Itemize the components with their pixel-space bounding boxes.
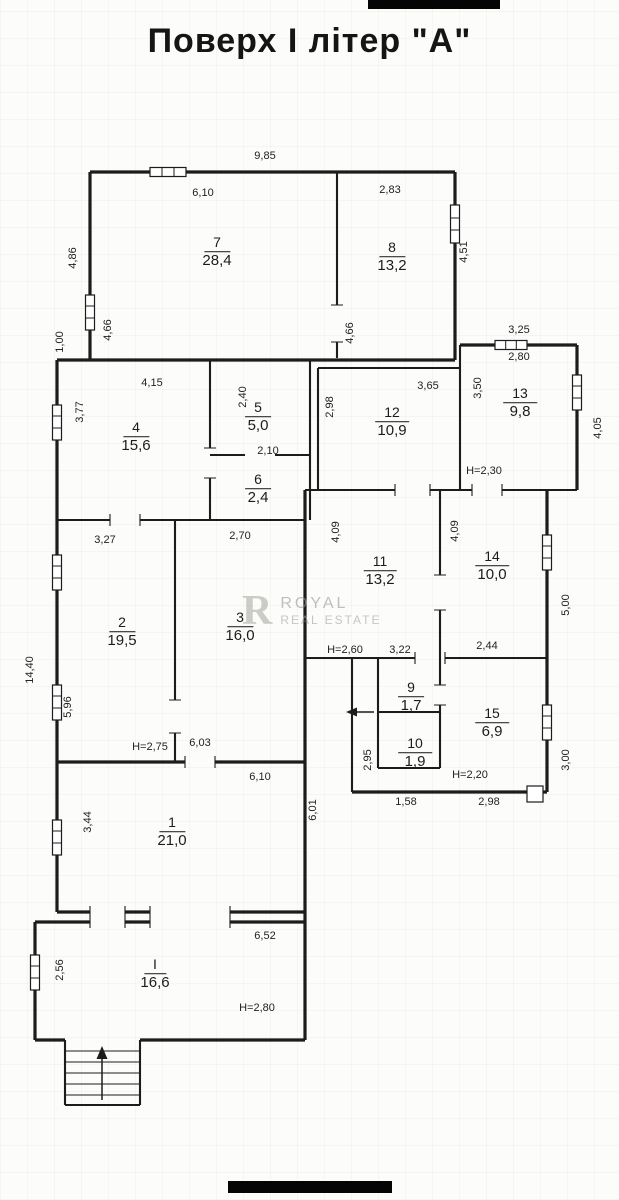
- window-ticks: [30, 167, 582, 979]
- window-symbols: [29, 166, 583, 991]
- page-title: Поверх І літер "А": [147, 22, 472, 60]
- watermark: R ROYAL REAL ESTATE: [242, 590, 381, 632]
- watermark-logo-icon: R: [242, 588, 273, 634]
- watermark-line2: REAL ESTATE: [280, 613, 382, 627]
- redaction-bar-top: [368, 0, 500, 9]
- redaction-bar-bottom: [228, 1181, 392, 1193]
- entrance-arrow-icon: [346, 707, 374, 717]
- walls-inner: [57, 172, 577, 1107]
- stairs-arrow-icon: [96, 1046, 108, 1100]
- watermark-line1: ROYAL: [280, 595, 349, 612]
